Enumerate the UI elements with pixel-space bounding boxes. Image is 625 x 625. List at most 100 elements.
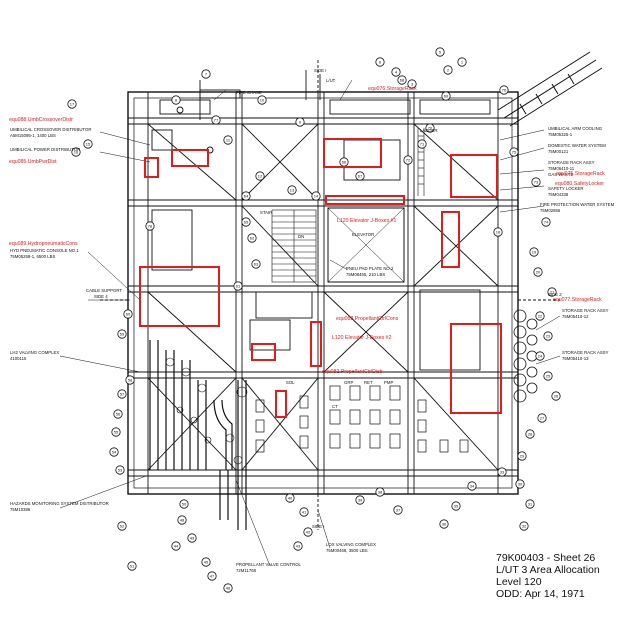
callout-bubble <box>233 281 243 291</box>
callout-bubble <box>117 389 127 399</box>
callout-bubble <box>439 519 449 529</box>
callout-bubble-number: 71 <box>420 141 425 146</box>
callout-bubble <box>375 487 385 497</box>
callout-bubble-number: 75 <box>512 149 517 154</box>
fire-chase-label: FIRE CHASE <box>236 90 262 95</box>
callout-bubble-number: 76 <box>502 87 507 92</box>
callout-bubble <box>71 147 81 157</box>
drawing-annotations: SIDE I L/UT SIDE I SIDE 2 SIDE 4 FIRE CH… <box>10 68 615 573</box>
callout-bubble-number: 21 <box>550 289 555 294</box>
callout-bubble-number: 6 <box>379 59 382 64</box>
callout-bubble-number: 14 <box>314 193 319 198</box>
callout-bubble <box>257 95 267 105</box>
red-label-storage-rack-076: equ076.StorageRack <box>368 86 417 92</box>
structural-framework <box>100 51 603 530</box>
umb-crossover-text: UMBILICAL CROSSOVER DISTRIBUTOR <box>10 127 91 132</box>
fire-protection-text: FIRE PROTECTION WATER SYSTEM <box>540 202 615 207</box>
callout-bubble-number: 25 <box>546 373 551 378</box>
storage-rack-077-box[interactable] <box>450 323 502 414</box>
pneu-panel-text: PNEU PAD PLATE NO.2 <box>346 266 394 271</box>
domestic-water-number: 75M00121 <box>548 149 569 154</box>
callout-bubble-number: 2 <box>447 67 450 72</box>
storage-rack-mid-number: 75M05410-12 <box>562 314 589 319</box>
callout-bubble-number: 64 <box>244 193 249 198</box>
elevator-j-boxes-1-box[interactable] <box>325 195 405 205</box>
callout-bubble-number: 58 <box>128 377 133 382</box>
callout-bubble-number: 45 <box>204 559 209 564</box>
propellant-ctrl-cons-box[interactable] <box>251 343 276 361</box>
safety-locker-box[interactable] <box>441 211 460 268</box>
callout-bubble <box>109 447 119 457</box>
elevator-j-boxes-2-box[interactable] <box>310 321 322 367</box>
lh2-valving-number: 4100115 <box>10 356 27 361</box>
callout-bubble-number: 19 <box>532 249 537 254</box>
callout-bubble-number: 40 <box>288 495 293 500</box>
callout-bubble-number: 12 <box>258 173 263 178</box>
callout-bubble-number: 3 <box>411 81 414 86</box>
safety-locker-number: 75M04338 <box>548 192 569 197</box>
hyd-console-weight: 75M05258-1, 6500 LBS <box>10 254 56 259</box>
callout-bubble-number: 43 <box>296 543 301 548</box>
allocation-labels: equ088.UmbCrossoverDistr equ085.UmbPwrDi… <box>9 86 605 375</box>
callout-bubble <box>403 155 413 165</box>
callout-bubble <box>497 467 507 477</box>
callout-bubble-number: 52 <box>120 523 125 528</box>
callout-bubble-number: 29 <box>520 453 525 458</box>
callout-bubble <box>525 429 535 439</box>
callout-bubble <box>171 541 181 551</box>
callout-bubble-number: 17 <box>70 101 75 106</box>
sol-label: SOL <box>286 380 295 385</box>
callout-bubble <box>515 479 525 489</box>
umb-crossover-distr-box[interactable] <box>171 149 209 167</box>
callout-bubble <box>207 571 217 581</box>
callout-bubble-number: 60 <box>126 311 131 316</box>
callout-bubble <box>417 139 427 149</box>
callout-bubble-number: 11 <box>226 137 231 142</box>
callout-bubble <box>179 499 189 509</box>
callout-bubble <box>467 481 477 491</box>
callout-bubble <box>67 99 77 109</box>
umb-pwr-dist-box[interactable] <box>144 157 159 178</box>
umb-crossover-weight: A5M15095-1, 1400 LBS <box>10 133 56 138</box>
callout-bubble-number: 15 <box>86 141 91 146</box>
callout-bubble <box>127 561 137 571</box>
callout-bubble-number: 39 <box>358 497 363 502</box>
side-2-label: SIDE 2 <box>548 292 562 297</box>
drawing-number: 79K00403 - Sheet 26 <box>496 552 596 564</box>
callout-bubble <box>247 233 257 243</box>
callout-bubble <box>509 147 519 157</box>
callout-bubble-number: 70 <box>428 125 433 130</box>
storage-rack-076-box[interactable] <box>323 138 382 168</box>
callout-bubble <box>519 521 529 531</box>
storage-rack-075-box[interactable] <box>450 154 498 198</box>
callout-bubble-number: 53 <box>118 467 123 472</box>
callout-bubble <box>171 95 181 105</box>
domestic-water-text: DOMESTIC WATER SYSTEM <box>548 143 606 148</box>
callout-bubble-number: 30 <box>518 481 523 486</box>
callout-bubble <box>299 507 309 517</box>
dn-label: DN <box>298 234 304 239</box>
callout-bubble <box>393 505 403 515</box>
callout-bubble <box>435 47 445 57</box>
callout-bubble <box>123 309 133 319</box>
storage-rack-low-number: 75M05410-13 <box>562 356 589 361</box>
callout-bubble <box>543 371 553 381</box>
hydropneumatic-cons-box[interactable] <box>139 266 220 327</box>
callout-bubble-number: 48 <box>180 517 185 522</box>
callout-bubble <box>223 135 233 145</box>
callout-bubble-number: 57 <box>120 391 125 396</box>
callout-bubble-number: 69 <box>444 93 449 98</box>
callout-bubble-number: 50 <box>182 501 187 506</box>
callout-bubble <box>407 79 417 89</box>
red-label-hydropneumatic: equ089.HydropneumaticCons <box>9 241 78 247</box>
callout-bubble-number: 33 <box>500 469 505 474</box>
callout-bubble <box>201 557 211 567</box>
umb-power-text: UMBILICAL POWER DISTRIBUTOR <box>10 147 80 152</box>
lh2-valving-text: LH2 VALVING COMPLEX <box>10 350 59 355</box>
propellant-ctrl-distr-box[interactable] <box>275 390 287 418</box>
callout-bubble <box>355 171 365 181</box>
red-label-propellant-ctrl-distr: equ082.PropellantCtrlDistr <box>322 369 383 375</box>
callout-bubble-number: 18 <box>496 229 501 234</box>
callout-bubble-number: 16 <box>74 149 79 154</box>
